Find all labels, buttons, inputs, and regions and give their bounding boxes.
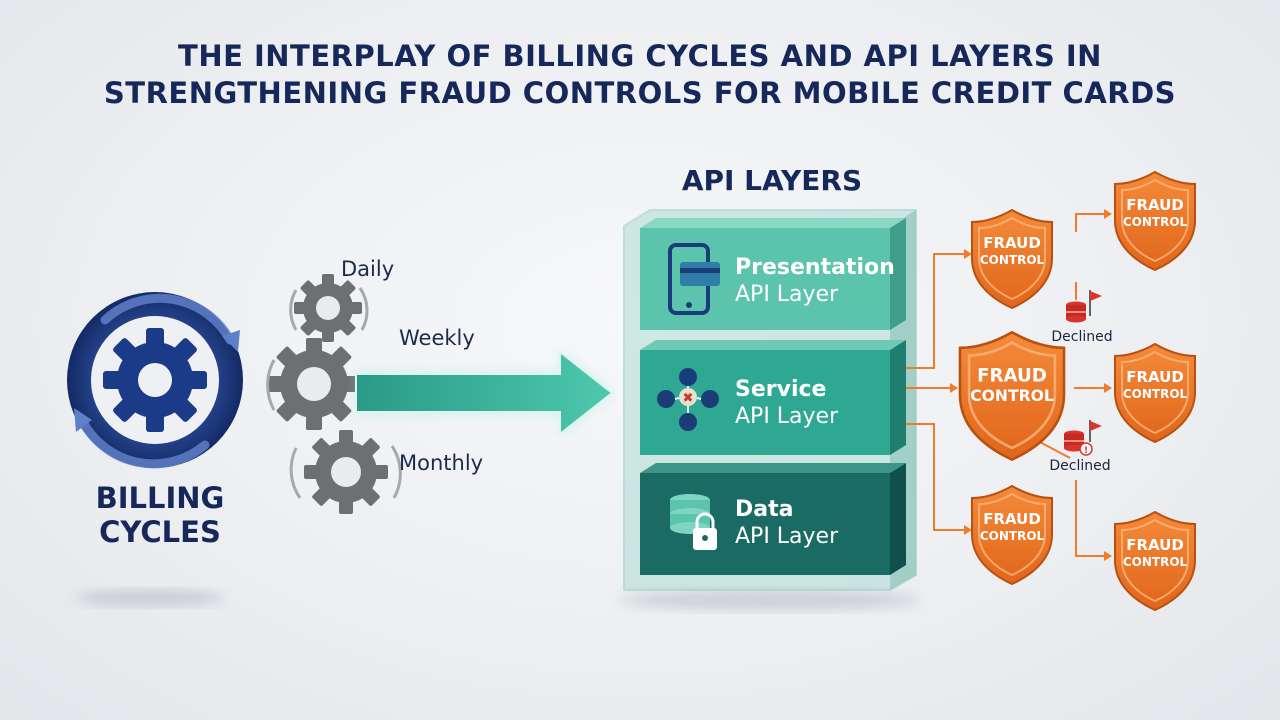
billing-cycle-emblem xyxy=(67,292,243,606)
shield-4-line-1: FRAUD xyxy=(1126,368,1184,386)
shield-5-line-1: FRAUD xyxy=(983,510,1041,528)
shield-1-line-2: CONTROL xyxy=(980,253,1045,267)
svg-text:✖: ✖ xyxy=(683,391,694,406)
gear-icon xyxy=(304,430,388,514)
flow-arrow xyxy=(355,349,614,437)
data-layer-subtitle: API Layer xyxy=(735,524,839,549)
shield-2-line-2: CONTROL xyxy=(1123,215,1188,229)
presentation-api-layer[interactable]: Presentation API Layer xyxy=(640,218,906,330)
title-line-2: STRENGTHENING FRAUD CONTROLS FOR MOBILE … xyxy=(104,76,1176,110)
flag-icon xyxy=(1090,291,1102,301)
fraud-control-shield-3: FRAUD CONTROL xyxy=(958,330,1066,461)
billing-label-line-1: BILLING xyxy=(96,481,225,515)
fraud-connectors xyxy=(906,213,1104,557)
shield-4-line-2: CONTROL xyxy=(1123,387,1188,401)
declined-database-icon xyxy=(1066,290,1102,323)
data-api-layer[interactable]: Data API Layer xyxy=(640,463,906,575)
connector-arrowheads xyxy=(950,209,1112,561)
api-layers-heading: API LAYERS xyxy=(682,164,862,197)
mobile-card-icon xyxy=(668,243,720,315)
shield-6-line-1: FRAUD xyxy=(1126,536,1184,554)
cycle-arrow-icon xyxy=(100,293,235,345)
fraud-control-shield-6: FRAUD CONTROL xyxy=(1114,511,1196,611)
gear-icon xyxy=(103,328,207,432)
shield-2-line-1: FRAUD xyxy=(1126,196,1184,214)
presentation-layer-subtitle: API Layer xyxy=(735,282,839,307)
gear-icon xyxy=(268,338,360,430)
fraud-control-shield-2: FRAUD CONTROL xyxy=(1114,171,1196,271)
frequency-weekly: Weekly xyxy=(399,326,475,350)
fraud-control-shield-5: FRAUD CONTROL xyxy=(971,485,1053,585)
cycle-arrow-icon xyxy=(77,415,210,469)
frequency-daily: Daily xyxy=(341,257,394,281)
flag-icon xyxy=(1090,421,1102,431)
shield-6-line-2: CONTROL xyxy=(1123,555,1188,569)
fraud-control-shield-4: FRAUD CONTROL xyxy=(1114,343,1196,443)
api-layer-stack: Presentation API Layer ✖ Service API Lay… xyxy=(620,209,920,610)
service-layer-title: Service xyxy=(735,377,826,402)
gear-stack xyxy=(266,274,402,514)
shield-3-line-1: FRAUD xyxy=(977,366,1047,387)
declined-marker-1: Declined xyxy=(1051,290,1113,345)
shield-3-line-2: CONTROL xyxy=(970,387,1054,405)
presentation-layer-title: Presentation xyxy=(735,255,895,280)
database-lock-icon xyxy=(670,494,717,550)
billing-label-line-2: CYCLES xyxy=(99,515,221,549)
service-layer-subtitle: API Layer xyxy=(735,404,839,429)
network-nodes-icon: ✖ xyxy=(657,368,719,431)
declined-label-2: Declined xyxy=(1049,458,1110,474)
shield-1-line-1: FRAUD xyxy=(983,234,1041,252)
fraud-control-shield-1: FRAUD CONTROL xyxy=(971,209,1053,309)
data-layer-title: Data xyxy=(735,497,793,522)
declined-database-icon: ! xyxy=(1064,420,1102,456)
gear-icon xyxy=(294,274,362,342)
declined-marker-2: ! Declined xyxy=(1049,420,1111,474)
svg-text:!: ! xyxy=(1084,446,1088,456)
title-line-1: THE INTERPLAY OF BILLING CYCLES AND API … xyxy=(178,39,1102,73)
frequency-monthly: Monthly xyxy=(399,451,483,475)
service-api-layer[interactable]: ✖ Service API Layer xyxy=(640,340,906,455)
declined-label-1: Declined xyxy=(1051,329,1112,345)
shield-5-line-2: CONTROL xyxy=(980,529,1045,543)
